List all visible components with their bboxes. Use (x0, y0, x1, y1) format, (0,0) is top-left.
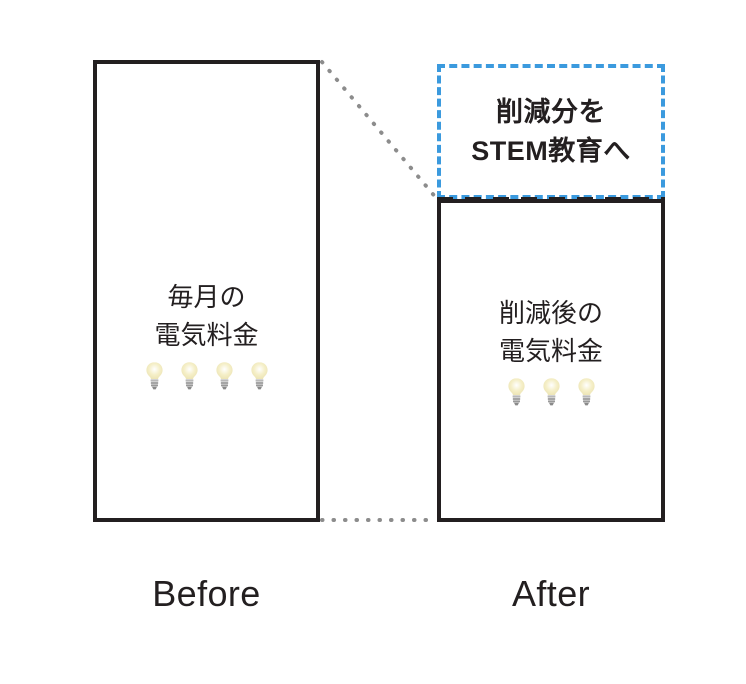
light-bulb-icon (250, 362, 268, 390)
after-label-line-2: 電気料金 (498, 335, 603, 366)
before-label-line-2: 電気料金 (154, 319, 259, 350)
before-bar-content: 毎月の 電気料金 (97, 279, 316, 391)
light-bulb-icon (542, 378, 560, 406)
after-bar-top-dashed-seam (437, 197, 665, 201)
light-bulb-icon (180, 362, 198, 390)
after-caption: After (511, 573, 591, 614)
before-label-line-1: 毎月の (167, 282, 246, 312)
light-bulb-icon (507, 378, 525, 406)
light-bulb-icon (577, 378, 595, 406)
top-diagonal-dotted-connector (320, 60, 439, 201)
savings-callout-box: 削減分を STEM教育へ (437, 64, 665, 199)
after-label-line-1: 削減後の (498, 298, 603, 328)
savings-label-line-1: 削減分を (496, 97, 606, 128)
light-bulb-icon (215, 362, 233, 390)
before-cost-bar: 毎月の 電気料金 (93, 60, 320, 522)
before-caption: Before (152, 573, 261, 614)
light-bulb-icon (145, 362, 163, 390)
before-bulb-row (97, 361, 316, 391)
after-bar-content: 削減後の 電気料金 (441, 295, 661, 407)
savings-label-line-2: STEM教育へ (471, 135, 631, 166)
after-bulb-row (441, 377, 661, 407)
after-cost-bar: 削減後の 電気料金 (437, 199, 665, 522)
